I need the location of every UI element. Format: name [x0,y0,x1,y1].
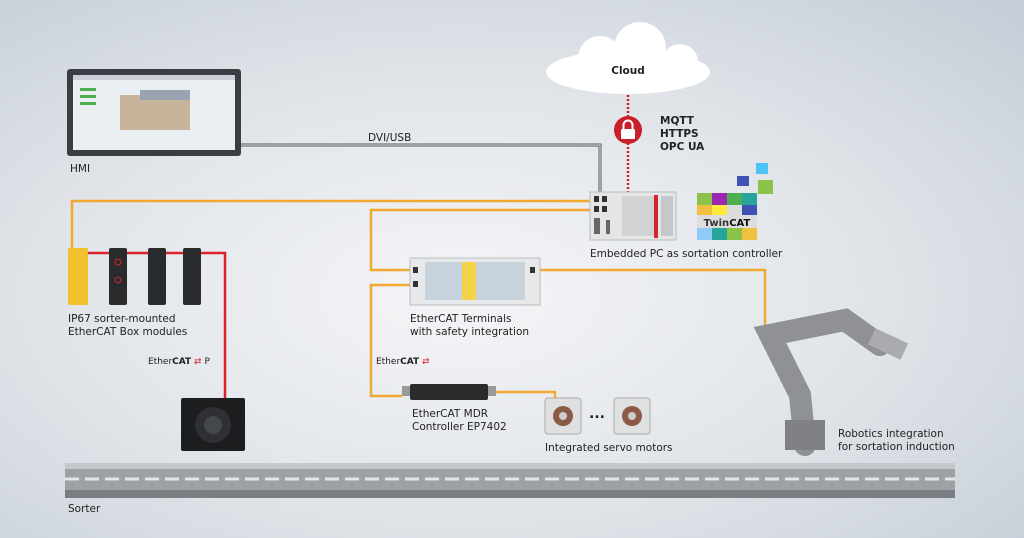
ethercat-p-cable [88,251,227,400]
twincat-logo: TwinCAT [697,163,773,240]
embedded-pc-label: Embedded PC as sortation controller [590,248,783,260]
protocol-https: HTTPS [660,128,699,140]
ethercat-p-logo: EtherCAT ⇄ P [148,357,210,367]
hmi-label: HMI [70,163,90,175]
mdr-controller [402,384,496,400]
lock-icon [614,116,642,144]
protocol-opcua: OPC UA [660,141,705,153]
sorter-label: Sorter [68,503,101,515]
servo-ellipsis: ... [589,406,605,422]
sorter-conveyor [65,463,955,498]
cloud-label: Cloud [611,65,645,77]
servo-motor-2 [613,397,651,435]
hmi-panel [67,69,241,156]
ethercat-box-modules [68,248,201,305]
terminals-label-2: with safety integration [410,326,529,338]
robot-label-2: for sortation induction [838,441,955,453]
terminals-label-1: EtherCAT Terminals [410,313,511,325]
ethercat-terminals [409,257,541,306]
dvi-usb-label: DVI/USB [368,132,411,144]
protocol-mqtt: MQTT [660,115,695,127]
dvi-usb-cable [240,143,602,195]
svg-text:TwinCAT: TwinCAT [704,218,751,229]
servos-label: Integrated servo motors [545,442,673,454]
cloud-icon [546,22,710,94]
box-modules-label-2: EtherCAT Box modules [68,326,187,338]
mdr-label-2: Controller EP7402 [412,421,507,433]
ethercat-cables [70,199,767,398]
ethercat-logo: EtherCAT ⇄ [376,357,430,367]
servo-motor-1 [544,397,582,435]
box-modules-label-1: IP67 sorter-mounted [68,313,176,325]
robot-arm [753,308,909,456]
mdr-label-1: EtherCAT MDR [412,408,488,420]
robot-label-1: Robotics integration [838,428,944,440]
dvi-usb-cable-inner [240,144,601,195]
camera-device [181,398,245,451]
embedded-pc [589,191,677,241]
